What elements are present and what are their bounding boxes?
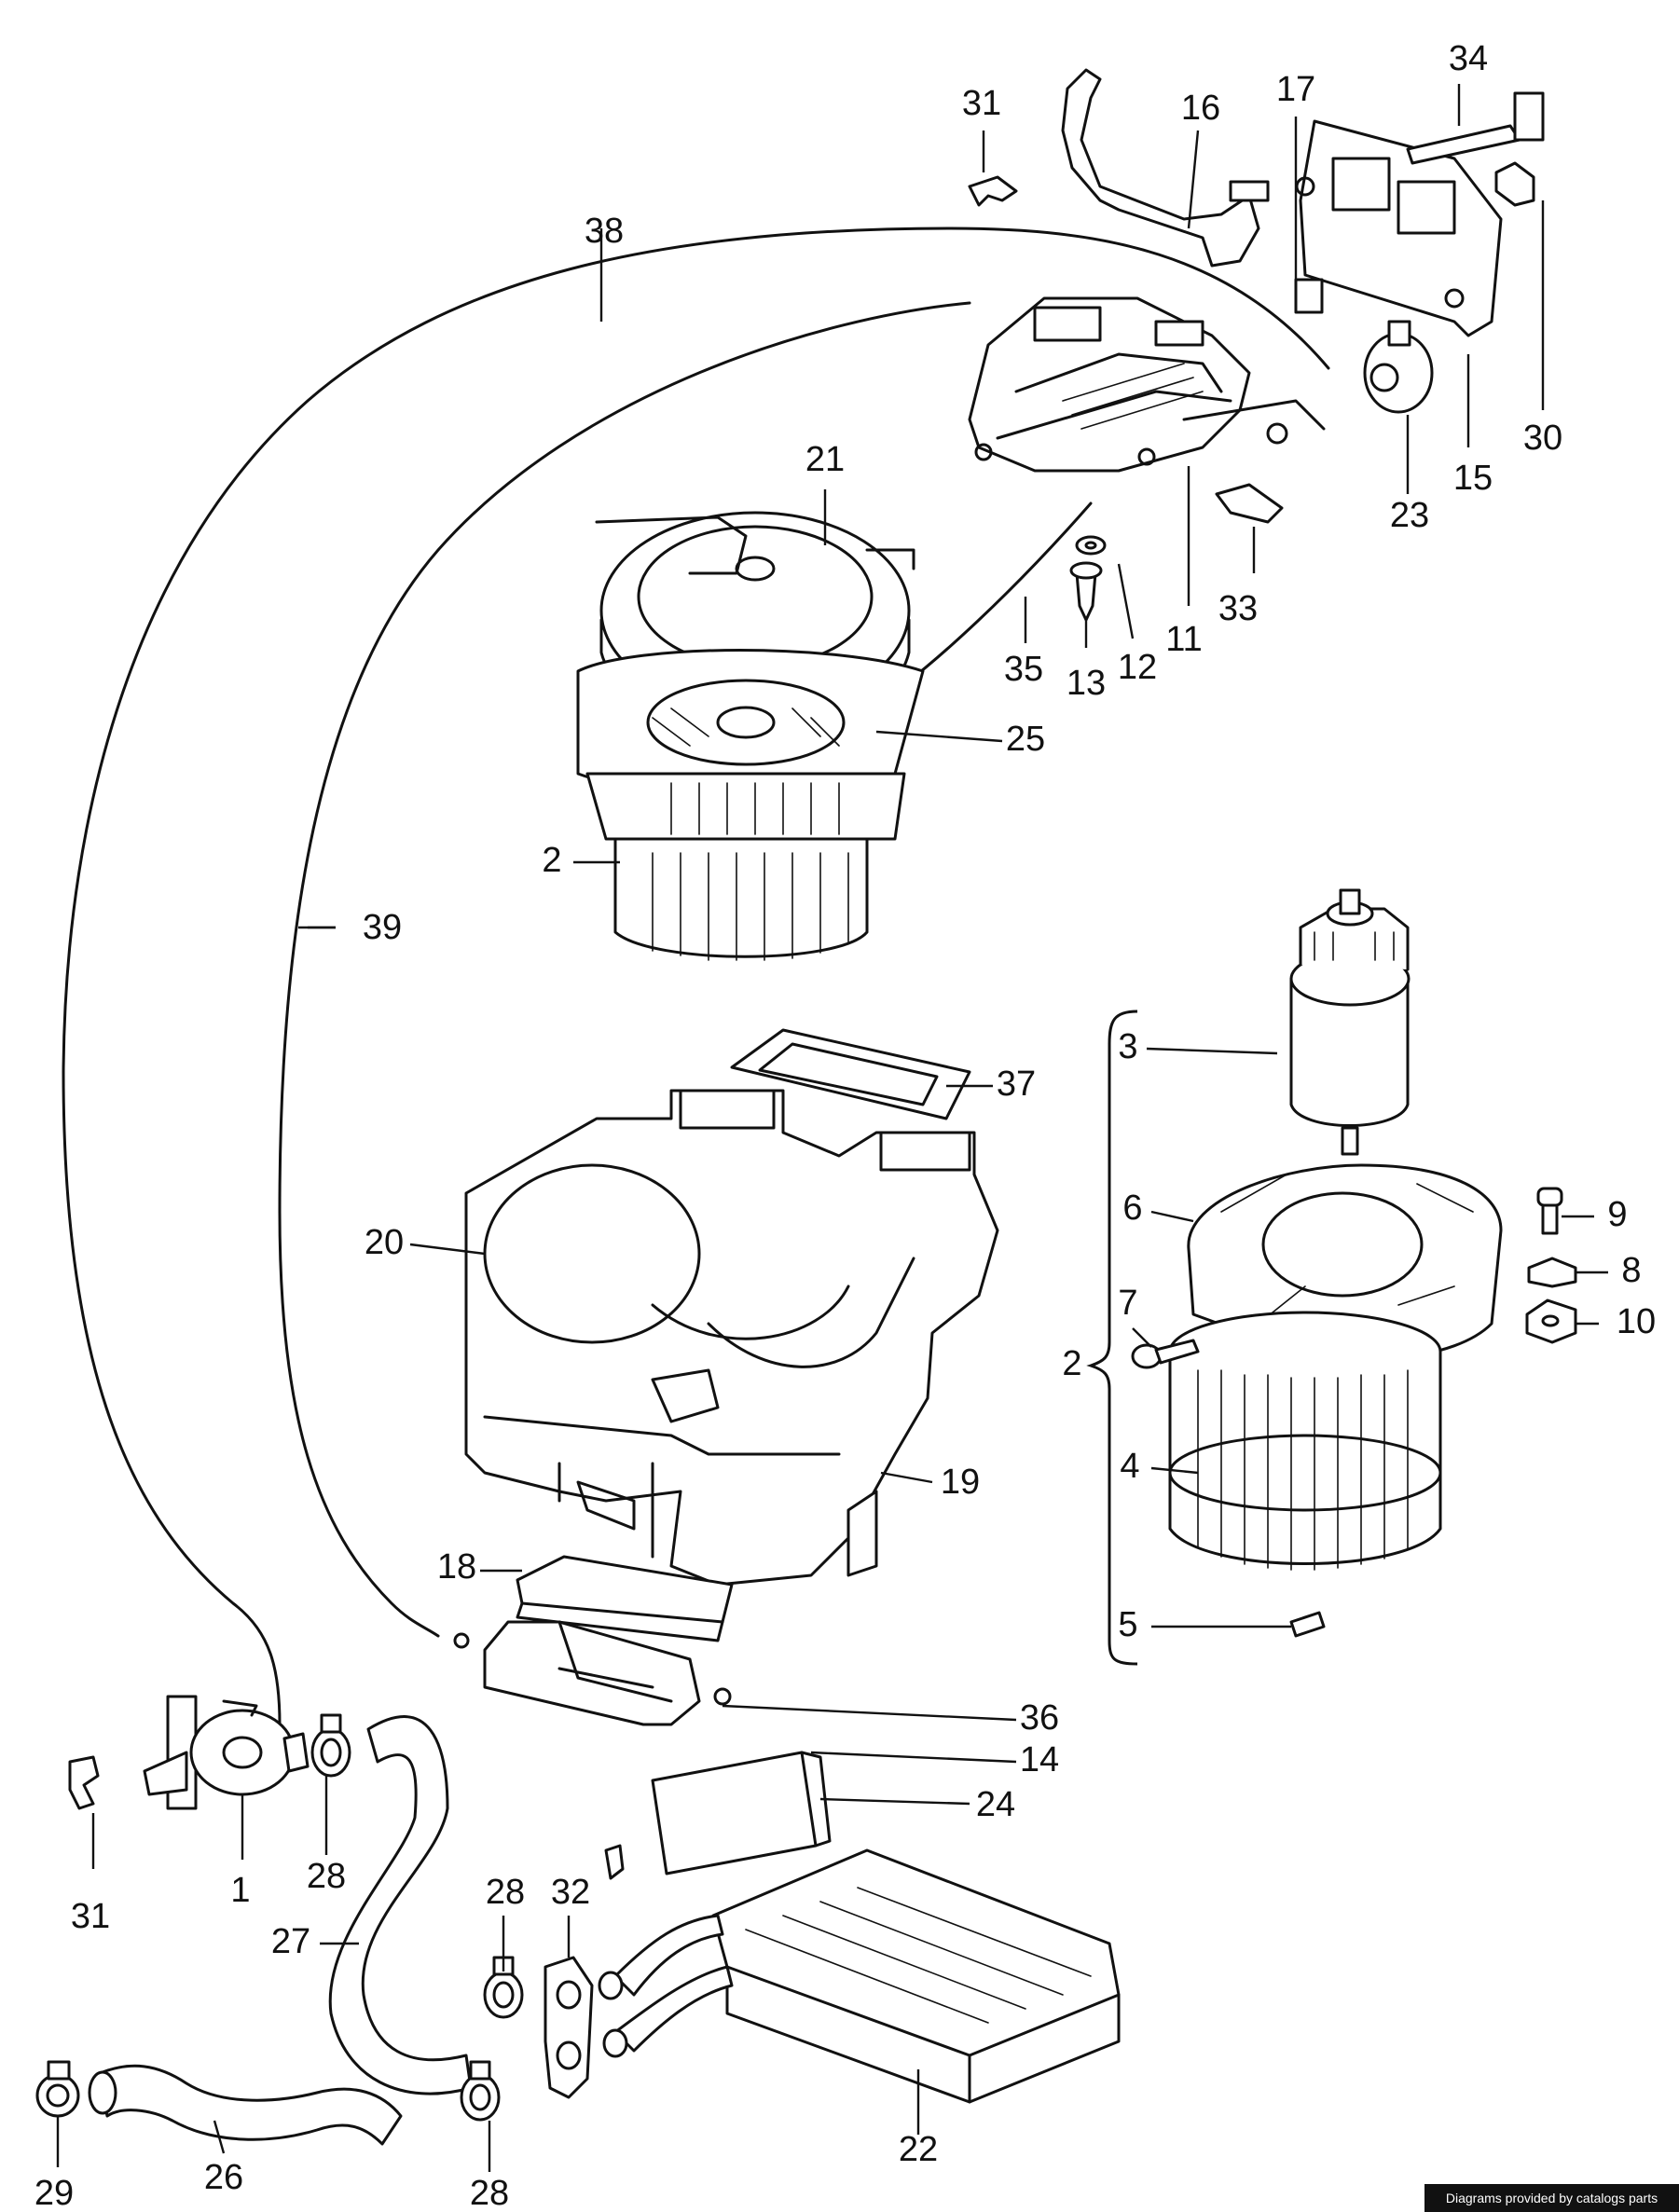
leader-lines [56,84,1608,2172]
callout-31-lower: 31 [71,1897,110,1936]
callout-26: 26 [204,2158,243,2197]
callout-37: 37 [997,1065,1036,1104]
callout-1: 1 [230,1871,250,1910]
cover-24 [604,1751,832,1880]
clip-31-lower [68,1755,100,1810]
callout-19: 19 [941,1463,980,1502]
bolt-9 [1536,1187,1563,1235]
clamp-28-c [460,2060,501,2122]
callout-34: 34 [1449,39,1488,78]
callout-8: 8 [1621,1251,1641,1290]
clip-31-top [968,175,1018,207]
callout-33: 33 [1218,589,1258,628]
callout-23: 23 [1390,496,1429,535]
callout-20: 20 [365,1223,404,1262]
callout-3: 3 [1118,1027,1137,1066]
callout-2-group: 2 [1062,1344,1081,1383]
callout-16: 16 [1181,89,1220,128]
part-17 [1294,278,1324,314]
callout-28-b: 28 [486,1873,525,1912]
screw-7 [1131,1339,1200,1369]
callout-11: 11 [1165,620,1202,659]
callout-28-c: 28 [470,2174,509,2212]
callout-14: 14 [1020,1740,1059,1779]
housing-19-20 [464,1089,999,1587]
filter-18 [516,1555,734,1642]
valve-1 [143,1695,310,1810]
callout-13: 13 [1067,664,1106,703]
filter-frame-37 [730,1028,971,1120]
callout-36: 36 [1020,1698,1059,1738]
screw-13 [1069,561,1103,622]
callout-12: 12 [1118,648,1157,687]
cable-39 [278,301,971,1638]
callout-28-a: 28 [307,1857,346,1896]
washer-12 [1075,535,1107,556]
flap-36 [453,1620,732,1726]
clamp-28-a [310,1713,351,1778]
fan-wheel-4 [1168,1311,1442,1571]
callout-21: 21 [805,440,845,479]
callout-5: 5 [1118,1605,1137,1644]
diagram-credit-banner: Diagrams provided by catalogs parts [1424,2184,1679,2212]
blower-motor-2-upper [585,772,906,961]
group-brace-2 [1086,1010,1138,1666]
hose-27 [328,1715,473,2095]
clip-30 [1494,161,1535,207]
flange-6 [1187,1163,1503,1361]
callout-30: 30 [1523,419,1562,458]
control-unit-11 [968,296,1326,473]
callout-18: 18 [437,1547,476,1587]
callout-15: 15 [1453,459,1493,498]
callout-22: 22 [899,2130,938,2169]
lever-16 [1061,68,1270,268]
callout-31-top: 31 [962,84,1001,123]
gasket-25 [576,649,925,796]
clamp-29 [35,2060,80,2118]
bracket-15 [1295,119,1503,337]
pin-5 [1289,1611,1326,1638]
callout-35: 35 [1004,650,1043,689]
heater-core-22 [598,1848,1121,2104]
callout-29: 29 [34,2174,74,2212]
hose-26 [88,2064,403,2146]
cable-38 [62,227,1330,1726]
motor-3 [1289,888,1411,1156]
nut-10 [1525,1298,1577,1344]
gasket-32 [544,1956,594,2099]
callout-6: 6 [1122,1188,1142,1228]
lever-33 [1215,483,1284,524]
callout-24: 24 [976,1785,1015,1824]
callout-27: 27 [271,1922,310,1961]
screw-34 [1406,91,1545,165]
callout-25: 25 [1006,720,1045,759]
callout-9: 9 [1607,1195,1627,1234]
callout-38: 38 [585,212,624,251]
callout-7: 7 [1118,1284,1137,1323]
callout-10: 10 [1617,1302,1656,1341]
callout-32: 32 [551,1873,590,1912]
callout-4: 4 [1120,1447,1139,1486]
callout-labels: 31 16 17 34 30 15 23 33 11 12 13 35 38 2… [34,39,1656,2212]
clip-8 [1527,1257,1577,1288]
callout-17: 17 [1276,70,1315,109]
callout-39: 39 [363,908,402,947]
actuator-23 [1363,320,1434,414]
callout-2-upper: 2 [542,841,561,880]
